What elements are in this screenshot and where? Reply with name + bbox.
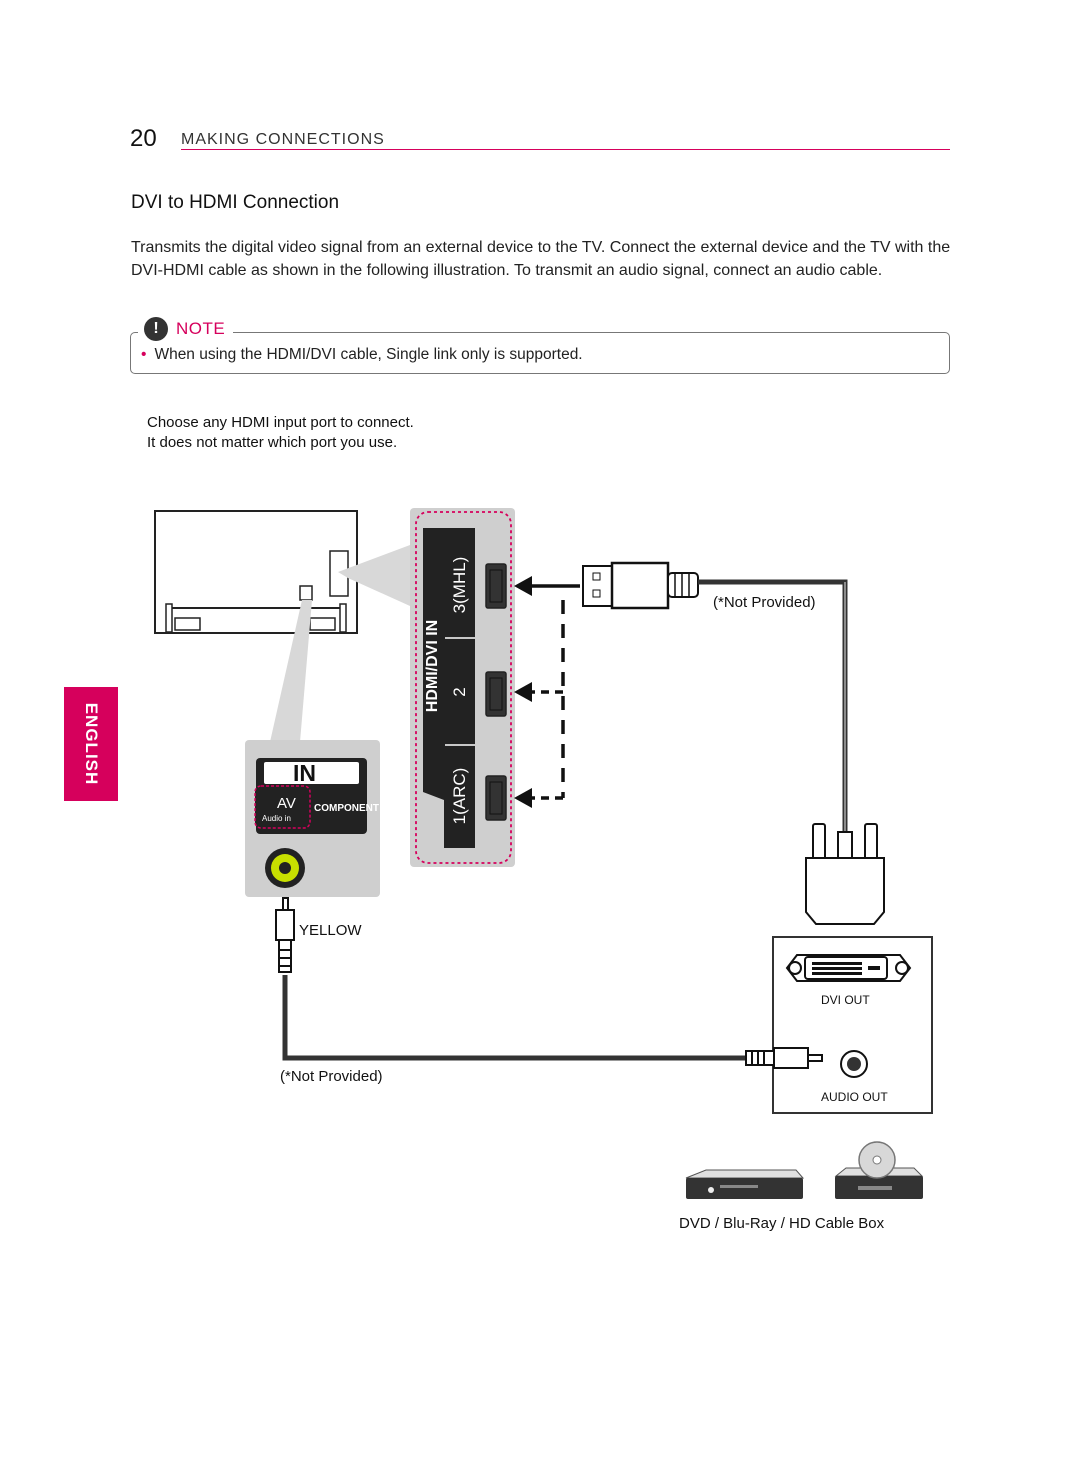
audio-in-label: Audio in [262,814,291,823]
note-label: NOTE [176,319,226,338]
intro-paragraph: Transmits the digital video signal from … [131,239,951,279]
section-title: MAKING CONNECTIONS [181,131,385,148]
hdmi-arrows [514,576,580,808]
dvi-plug-icon [805,823,885,925]
page-heading: DVI to HDMI Connection [131,192,340,213]
yellow-label: YELLOW [299,922,362,939]
exclamation-icon: ! [144,317,168,341]
av-label: AV [277,795,296,812]
header-rule [181,149,950,150]
language-tab-label: ENGLISH [82,702,101,786]
component-label: COMPONENT [314,803,379,814]
zoom-wedge-av [270,600,312,742]
audio-plug-icon [275,897,295,973]
hdmi-dvi-cable [698,579,848,835]
language-tab: ENGLISH [64,687,118,801]
dvi-out-label: DVI OUT [821,993,870,1007]
devices-label: DVD / Blu-Ray / HD Cable Box [679,1215,885,1232]
port-label-3-mhl: 3(MHL) [450,556,469,614]
bluray-player-icon [834,1141,924,1199]
in-label: IN [293,760,316,786]
note-body: When using the HDMI/DVI cable, Single li… [154,346,583,363]
zoom-wedge-hdmi [338,545,410,606]
port-label-2: 2 [450,687,469,697]
hdmi-dvi-in-label: HDMI/DVI IN [424,619,441,713]
device-panel [772,936,933,1114]
audio-out-label: AUDIO OUT [821,1090,888,1104]
bullet-icon: • [141,346,147,363]
tv-back-illustration [154,510,358,634]
hdmi-plug-icon [582,561,699,610]
note-box [130,332,950,374]
page-number: 20 [130,125,157,152]
hdmi-not-provided-label: (*Not Provided) [713,594,816,611]
audio-cable [282,975,748,1061]
audio-plug-right-icon [745,1047,823,1069]
audio-not-provided-label: (*Not Provided) [280,1068,383,1085]
instruction-line-1: Choose any HDMI input port to connect. [147,414,414,431]
note-text: • When using the HDMI/DVI cable, Single l… [141,346,583,364]
dvd-player-icon [685,1169,805,1199]
instruction-line-2: It does not matter which port you use. [147,434,398,451]
port-label-1-arc: 1(ARC) [450,767,469,825]
note-header: ! NOTE [138,316,234,342]
